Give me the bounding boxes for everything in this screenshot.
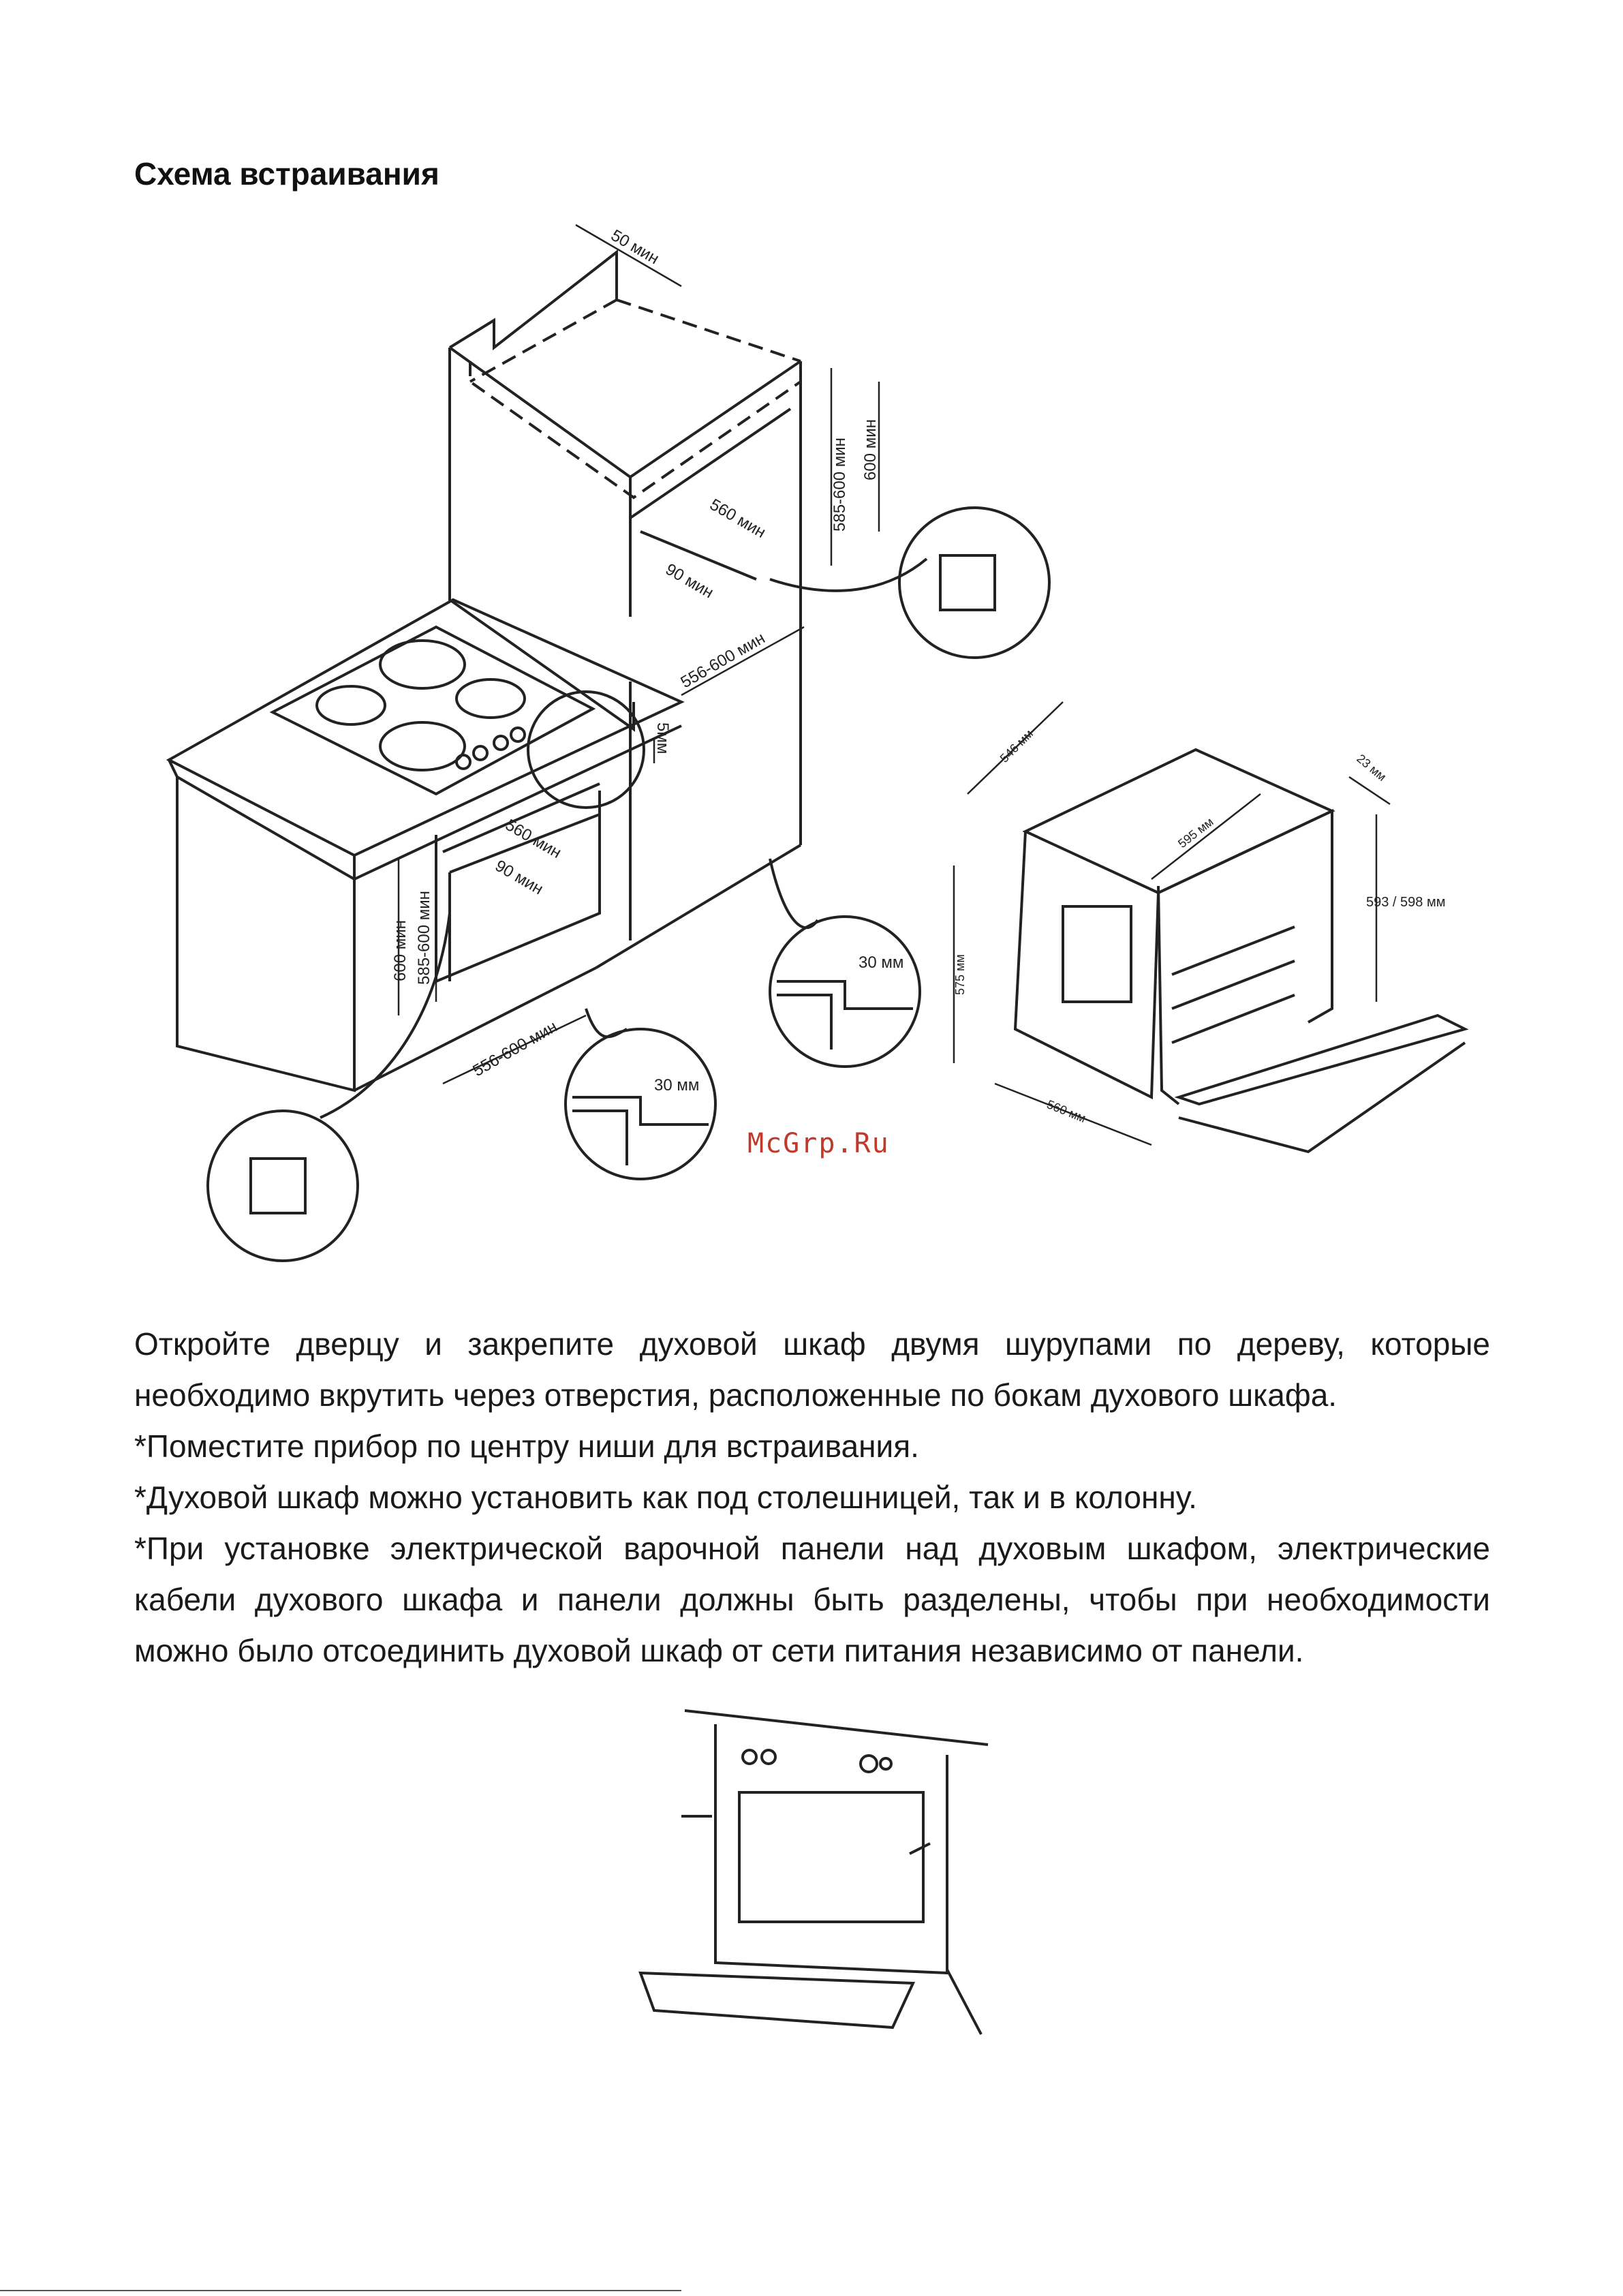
dim-under-height-range: 585-600 мин bbox=[415, 891, 433, 985]
gap-detail-circle bbox=[527, 690, 645, 809]
paragraph: *Поместите прибор по центру ниши для вст… bbox=[134, 1428, 919, 1464]
oven-open-door-illustration bbox=[638, 1709, 989, 2035]
counter-cabinet bbox=[166, 598, 685, 1092]
top-clearance-outline bbox=[469, 252, 802, 500]
dim-oven-width: 560 мм bbox=[1045, 1097, 1088, 1125]
dim-col-height: 600 мин bbox=[861, 419, 880, 480]
page-title: Схема встраивания bbox=[134, 156, 439, 192]
dim-under-width: 560 мин bbox=[502, 816, 564, 862]
bracket-circle-right bbox=[898, 506, 1051, 659]
oven-illustration bbox=[1013, 748, 1469, 1154]
detail-circle-right bbox=[769, 915, 921, 1068]
bracket-circle-left bbox=[206, 1109, 359, 1262]
paragraph: *При установке электрической варочной па… bbox=[134, 1531, 1490, 1668]
dim-oven-height: 593 / 598 мм bbox=[1366, 895, 1445, 910]
dim-col-width: 560 мин bbox=[707, 495, 769, 542]
watermark: McGrp.Ru bbox=[747, 1128, 890, 1159]
detail-circle-bottom bbox=[564, 1028, 717, 1180]
dim-col-depth: 556-600 мин bbox=[678, 629, 769, 692]
paragraph: *Духовой шкаф можно установить как под с… bbox=[134, 1480, 1197, 1515]
dim-col-vent: 90 мин bbox=[662, 560, 717, 602]
dim-counter-gap: 5мм bbox=[653, 722, 672, 754]
instructions: Откройте дверцу и закрепите духовой шкаф… bbox=[134, 1319, 1490, 1677]
dimension-lines bbox=[397, 224, 880, 1085]
dim-oven-body-height: 575 мм bbox=[953, 954, 967, 995]
bracket-detail bbox=[249, 554, 996, 1214]
dim-detail-gap-b: 30 мм bbox=[654, 1076, 699, 1095]
dim-under-depth: 556-600 мин bbox=[470, 1017, 561, 1080]
dim-under-vent: 90 мин bbox=[492, 857, 546, 899]
dim-col-height-range: 585-600 мин bbox=[831, 438, 849, 532]
paragraph: Откройте дверцу и закрепите духовой шкаф… bbox=[134, 1326, 1490, 1413]
dim-detail-gap-a: 30 мм bbox=[859, 953, 903, 972]
footer-divider bbox=[0, 2290, 681, 2291]
dim-under-height: 600 мин bbox=[391, 920, 409, 981]
gas-hob bbox=[269, 625, 596, 796]
dim-oven-depth: 546 мм bbox=[998, 726, 1036, 765]
dim-oven-panel: 23 мм bbox=[1354, 752, 1389, 784]
column-cabinet bbox=[448, 249, 802, 969]
